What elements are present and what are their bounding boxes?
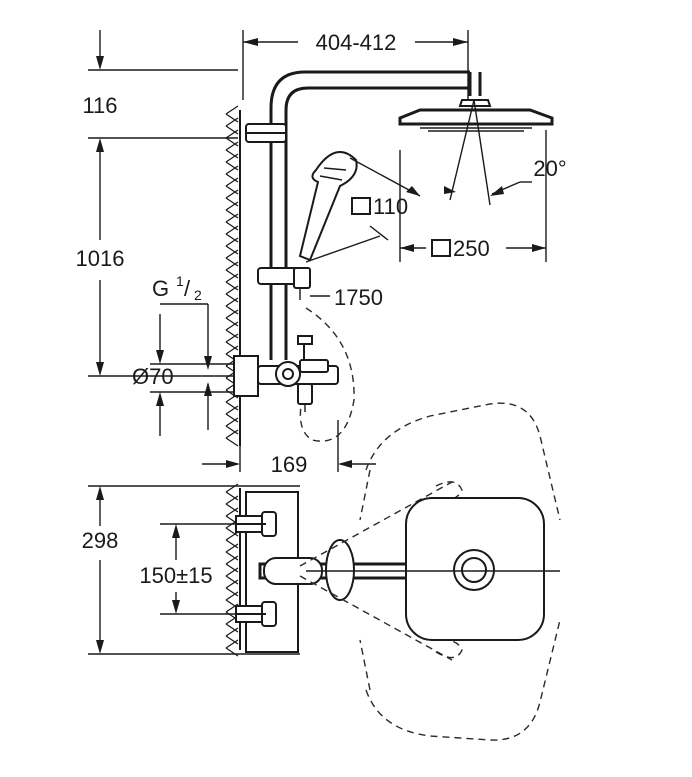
label-head-reach: 404-412 [316, 30, 397, 55]
label-diameter: Ø70 [132, 364, 174, 389]
dimension-diameter: Ø70 [132, 314, 236, 436]
head-swing-outline [359, 402, 561, 741]
dimension-head-reach: 404-412 [242, 30, 469, 100]
head-plan [306, 497, 560, 641]
svg-text:/: / [184, 276, 191, 301]
dimension-head-size: 250 [399, 130, 547, 262]
label-angle: 20° [533, 156, 566, 181]
dimension-top-offset: 116 [82, 30, 238, 152]
dimension-mixer-height: 298 [82, 485, 300, 655]
label-mixer-height: 298 [82, 528, 119, 553]
dimension-rail-height: 1016 [76, 152, 236, 377]
label-thread-den: 2 [194, 287, 202, 303]
label-top-offset: 116 [82, 93, 117, 118]
angle-indicator: 20° [444, 99, 567, 206]
label-thread-G: G [152, 276, 169, 301]
label-center-distance: 150±15 [139, 563, 212, 588]
square-symbol-icon [351, 197, 371, 215]
label-hose-length: 1750 [334, 285, 383, 310]
thread-label: G 1 / 2 [152, 273, 212, 430]
dimension-center-distance: 150±15 [139, 523, 258, 615]
hand-shower [298, 151, 421, 263]
dimension-projection: 169 [202, 420, 376, 477]
handshower-plan [299, 481, 463, 661]
overhead-shower-head [398, 99, 554, 132]
square-symbol-icon [431, 239, 451, 257]
label-head-size: 250 [453, 236, 490, 261]
label-handshower-size: 110 [373, 194, 408, 219]
label-thread-num: 1 [176, 273, 184, 289]
dimension-handshower-size: 110 [351, 194, 408, 219]
wall-hatching-lower [225, 483, 241, 657]
riser-rail [245, 70, 482, 360]
label-projection: 169 [271, 452, 308, 477]
mixer-valve-side [233, 335, 339, 412]
handshower-holder: 1750 [257, 267, 383, 442]
label-rail-height: 1016 [76, 246, 125, 271]
